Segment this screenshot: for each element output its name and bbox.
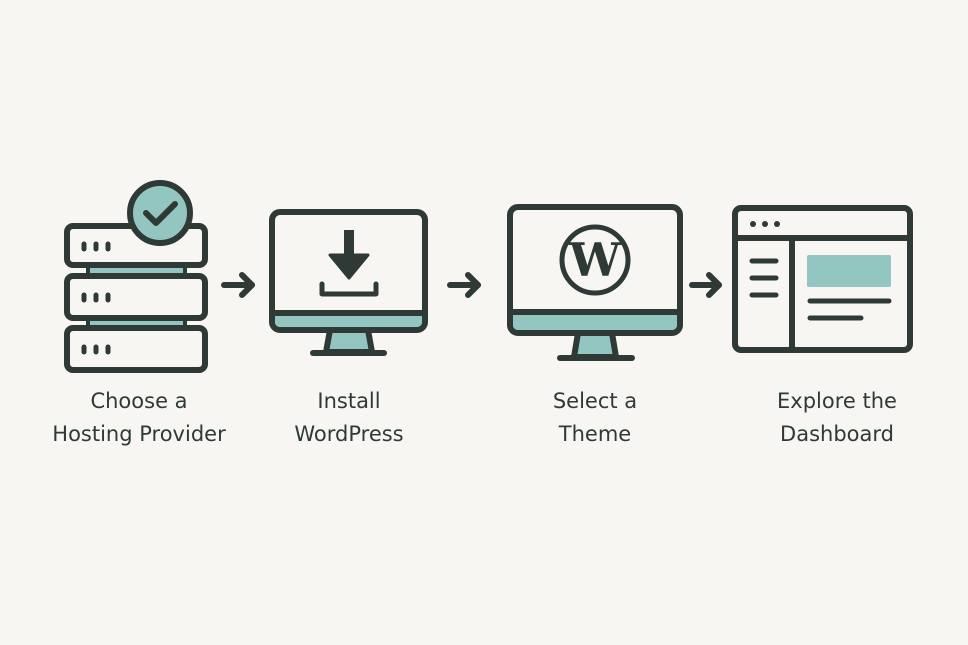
step-label-theme: Select a Theme	[475, 385, 715, 451]
step-label-hosting: Choose a Hosting Provider	[19, 385, 259, 451]
label-line: Hosting Provider	[52, 422, 226, 446]
dashboard-window-icon	[732, 205, 913, 353]
step-label-dashboard: Explore the Dashboard	[717, 385, 957, 451]
monitor-wordpress-icon: W	[507, 204, 683, 361]
wordpress-logo-icon: W	[559, 224, 631, 296]
label-line: WordPress	[294, 422, 404, 446]
label-line: Explore the	[777, 389, 897, 413]
server-check-icon	[64, 180, 208, 373]
arrow-right-icon	[447, 272, 481, 298]
arrow-right-icon	[221, 272, 255, 298]
step-label-install: Install WordPress	[229, 385, 469, 451]
label-line: Select a	[552, 389, 638, 413]
label-line: Choose a	[90, 389, 188, 413]
arrow-right-icon	[689, 272, 722, 298]
label-line: Dashboard	[780, 422, 894, 446]
svg-text:W: W	[568, 233, 622, 287]
label-line: Install	[317, 389, 381, 413]
monitor-download-icon	[269, 209, 428, 356]
label-line: Theme	[558, 422, 632, 446]
